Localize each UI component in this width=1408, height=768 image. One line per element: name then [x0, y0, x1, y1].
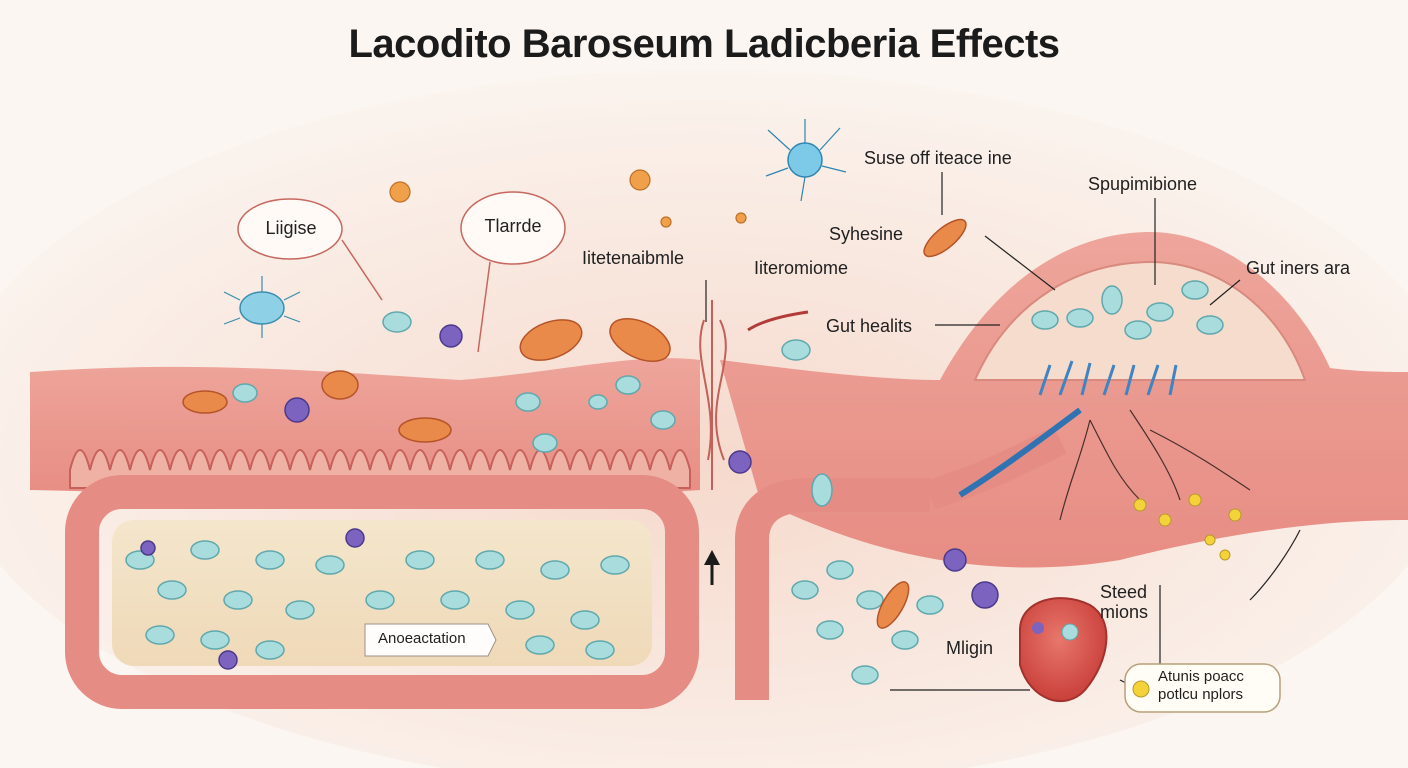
bacteria-cluster-right	[791, 560, 944, 685]
label-tlarrde: Tlarrde	[484, 216, 542, 236]
label-ligise: Liigise	[265, 218, 317, 238]
bubble-tlarrde	[460, 191, 566, 265]
label-gut-iners-ara: Gut iners ara	[1246, 258, 1351, 278]
callout-atunis-box	[1124, 663, 1281, 713]
pointer-ligise	[341, 239, 383, 301]
anoeactation-tag-shape	[364, 623, 497, 657]
spiky-microbe-left	[223, 276, 301, 338]
upward-arrow-head	[704, 550, 720, 565]
label-steed: Steed	[1100, 582, 1148, 602]
pointer-tlarrde	[477, 261, 491, 353]
label-anoeactation: Anoeactation	[378, 630, 466, 647]
purple-cells-upper	[284, 324, 752, 474]
colon-loop-left	[65, 475, 699, 709]
label-atunis-line2: potlcu nplors	[1158, 686, 1244, 703]
polyp-cell	[1032, 622, 1044, 634]
purple-cell-lower	[943, 548, 967, 572]
central-vessels	[699, 300, 727, 490]
blue-duct	[958, 407, 1082, 498]
bacteria-purple-left	[140, 528, 365, 670]
label-iiteromiome: Iiteromiome	[754, 258, 849, 278]
label-gut-healits: Gut healits	[826, 316, 913, 336]
bubble-ligise	[237, 198, 343, 260]
spiky-microbe-top	[765, 119, 847, 202]
bacteria-upper-band	[232, 311, 833, 507]
callout-atunis-icon	[1132, 680, 1150, 698]
label-mions: mions	[1100, 602, 1149, 622]
bacteria-cluster-left	[125, 540, 630, 660]
label-syhesine: Syhesine	[829, 224, 904, 244]
yellow-particles	[1133, 493, 1242, 561]
nerve-network	[1059, 409, 1251, 521]
dome-fibers	[1038, 360, 1178, 396]
label-atunis-line1: Atunis poacc	[1158, 668, 1244, 685]
label-suse: Suse off iteace ine	[864, 148, 1012, 168]
polyp-bacterium	[1061, 623, 1079, 641]
dome-bacteria	[1031, 280, 1224, 340]
orange-particles	[389, 169, 747, 228]
label-spupimibione: Spupimibione	[1088, 174, 1198, 194]
orange-bacterium-lower	[876, 581, 910, 629]
orange-bacteria-upper	[182, 218, 967, 443]
label-iitetenaibmle: Iitetenaibmle	[582, 248, 685, 268]
diagram-title: Lacodito Baroseum Ladicberia Effects	[348, 22, 1060, 66]
red-arrow	[747, 310, 809, 332]
label-mligin: Mligin	[946, 638, 994, 658]
colon-loop-right	[735, 478, 930, 700]
purple-cell-lower-2	[971, 581, 999, 609]
